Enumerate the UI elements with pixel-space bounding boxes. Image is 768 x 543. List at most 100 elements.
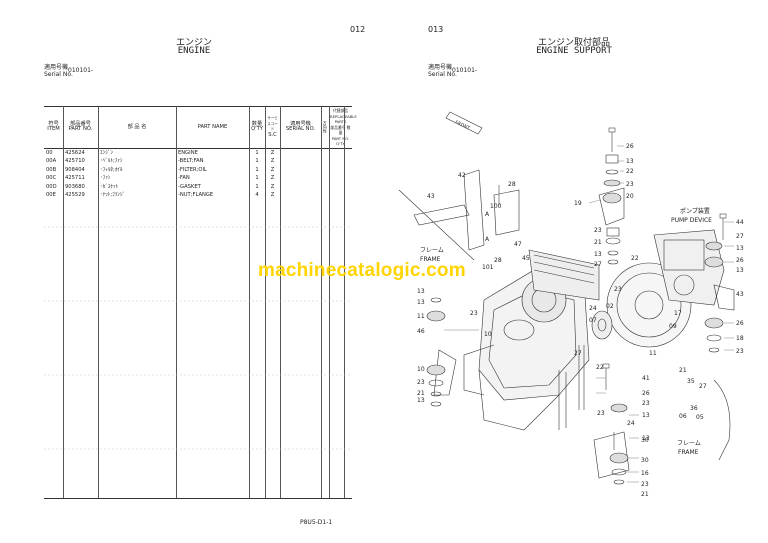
callout-label: 100	[490, 203, 502, 210]
watermark: machinecatalogic.com	[258, 260, 466, 281]
right-title-ja: エンジン取付部品	[537, 38, 610, 48]
right-title-en: ENGINE SUPPORT	[536, 46, 612, 56]
serial-label-ja: 適用号機	[428, 64, 453, 71]
callout-label: 13	[417, 288, 425, 295]
left-title-en: ENGINE	[177, 46, 211, 56]
row-separators	[44, 226, 352, 450]
callout-label: 19	[574, 200, 582, 207]
callout-label: 13	[594, 251, 602, 258]
callout-label: 23	[736, 348, 744, 355]
callout-label: 27	[574, 350, 582, 357]
callout-label: 23	[642, 400, 650, 407]
left-page: 012 エンジン ENGINE 適用号機 Serial No. 010101- …	[44, 25, 366, 526]
callout-label: A	[485, 211, 490, 218]
callout-label: 17	[674, 310, 682, 317]
callout-label: A	[485, 236, 490, 243]
callout-label: 26	[626, 143, 634, 150]
callout-label: 16	[641, 470, 649, 477]
callout-label: 23	[470, 310, 478, 317]
left-page-number: 012	[350, 25, 366, 34]
column-rule	[321, 106, 322, 498]
callout-label: 10	[484, 331, 492, 338]
callout-label: 13	[417, 397, 425, 404]
column-rule	[329, 106, 330, 498]
header-replaceable: 代替部品 REPLACEABLE PARTS 部品番号 数量 PART NO. …	[329, 106, 357, 149]
callout-label: 22	[596, 364, 604, 371]
front-arrow-icon: FRONT	[445, 111, 483, 135]
callout-label: 30	[641, 457, 649, 464]
callout-labels: 26 13 22 23 20 19 23 21 13 27 42 28 100 …	[417, 143, 744, 498]
column-rule	[249, 106, 250, 498]
callout-label: 45	[522, 255, 530, 262]
callout-label: 13	[736, 267, 744, 274]
callout-label: 23	[626, 181, 634, 188]
callout-label: 43	[736, 291, 744, 298]
callout-label: 21	[641, 491, 649, 498]
callout-label: 13	[642, 435, 650, 442]
serial-value: 010101-	[68, 67, 94, 74]
column-rule	[176, 106, 177, 498]
callout-label: 06	[679, 413, 687, 420]
left-title-ja: エンジン	[175, 38, 212, 48]
callout-label: 26	[736, 320, 744, 327]
column-rule	[63, 106, 64, 498]
callout-label: 23	[594, 227, 602, 234]
right-serial: 適用号機 Serial No. 010101-	[428, 64, 477, 78]
callout-label: 21	[417, 390, 425, 397]
header-name-en: PART NAME	[176, 106, 249, 149]
serial-value: 010101-	[452, 67, 478, 74]
callout-label: 35	[687, 378, 695, 385]
callout-label: 43	[427, 193, 435, 200]
callout-label: 28	[494, 257, 502, 264]
callout-label: 28	[508, 181, 516, 188]
frame-label-ja: フレーム	[420, 247, 444, 254]
serial-label-en: Serial No.	[428, 71, 457, 78]
callout-label: 11	[417, 313, 425, 320]
frame2-label-ja: フレーム	[677, 440, 701, 447]
callout-label: 13	[417, 299, 425, 306]
callout-label: 11	[649, 350, 657, 357]
callout-label: 13	[642, 412, 650, 419]
column-rule	[344, 106, 345, 498]
callout-label: 13	[736, 245, 744, 252]
right-page-number: 013	[428, 25, 444, 34]
callout-label: 21	[594, 239, 602, 246]
callout-label: 23	[597, 410, 605, 417]
serial-label-en: Serial No.	[44, 71, 73, 78]
callout-label: 23	[641, 481, 649, 488]
frame2-label-en: FRAME	[678, 449, 699, 456]
frame-label-en: FRAME	[420, 256, 441, 263]
callout-label: 20	[626, 193, 634, 200]
callout-label: 18	[736, 335, 744, 342]
callout-label: 36	[690, 405, 698, 412]
pump-label-ja: ポンプ装置	[680, 207, 710, 215]
callout-label: 47	[514, 241, 522, 248]
column-rule	[265, 106, 266, 498]
callout-label: 05	[696, 414, 704, 421]
callout-label: 21	[679, 367, 687, 374]
callout-label: 46	[417, 328, 425, 335]
pump-label-en: PUMP DEVICE	[671, 217, 712, 224]
callout-label: 23	[417, 379, 425, 386]
callout-label: 44	[736, 219, 744, 226]
callout-label: 22	[626, 168, 634, 175]
right-page: 013 エンジン取付部品 ENGINE SUPPORT 適用号機 Serial …	[384, 0, 768, 543]
callout-label: 10	[417, 366, 425, 373]
callout-label: 23	[614, 286, 622, 293]
table-bottom-rule	[44, 498, 352, 499]
callout-label: 101	[482, 264, 494, 271]
header-name-ja: 部 品 名	[98, 106, 176, 149]
callout-label: 13	[626, 158, 634, 165]
callout-label: 24	[589, 305, 597, 312]
